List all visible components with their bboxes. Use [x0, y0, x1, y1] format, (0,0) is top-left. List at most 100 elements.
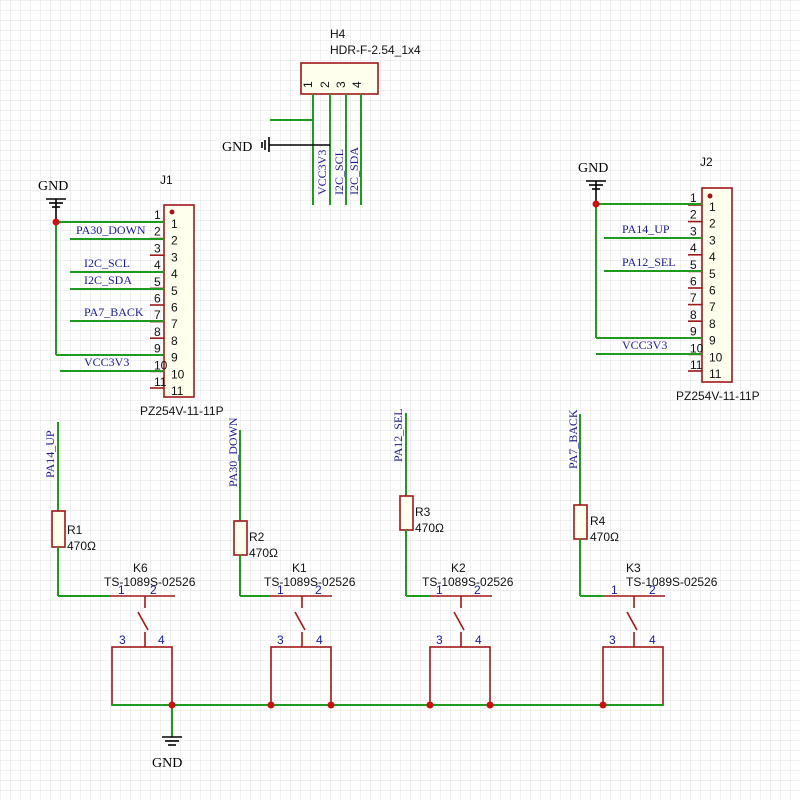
resistor-r4[interactable]: R4 470Ω PA7_BACK: [566, 409, 619, 596]
k3-pin-1: 1: [611, 583, 618, 597]
j1-gnd-junction: [52, 218, 60, 226]
net-label-pa14-r1: PA14_UP: [43, 430, 57, 478]
h4-pin-1: 1: [301, 81, 315, 88]
net-label-vcc-j1: VCC3V3: [84, 355, 129, 369]
j2-outer-pin-4: 4: [690, 241, 697, 255]
j2-ref: J2: [700, 155, 713, 169]
k3-value: TS-1089S-02526: [626, 575, 718, 589]
net-label-pa14-j2: PA14_UP: [622, 222, 670, 236]
j1-outer-pin-8: 8: [154, 325, 161, 339]
r1-body: [51, 510, 66, 548]
j1-inner-pin-1: 1: [171, 217, 178, 231]
k1-pin-3: 3: [277, 633, 284, 647]
j1-outer-pin-1: 1: [154, 208, 161, 222]
h4-pin-3: 3: [334, 81, 348, 88]
j1-outer-pin-11: 11: [154, 375, 167, 389]
resistor-r2[interactable]: R2 470Ω PA30_DOWN: [226, 417, 278, 596]
net-label-pa30-r2: PA30_DOWN: [226, 417, 240, 487]
k6-pin-3: 3: [119, 633, 126, 647]
j1-inner-pin-11: 11: [171, 384, 184, 398]
k2-value: TS-1089S-02526: [422, 575, 514, 589]
j2-outer-pin-6: 6: [690, 275, 697, 289]
r3-value: 470Ω: [415, 521, 444, 535]
j1-inner-pin-6: 6: [171, 301, 178, 315]
j2-outer-pin-5: 5: [690, 258, 697, 272]
j1-inner-pin-5: 5: [171, 284, 178, 298]
r4-body: [573, 504, 588, 540]
resistor-r3[interactable]: R3 470Ω PA12_SEL: [391, 408, 444, 596]
j1-inner-pin-2: 2: [171, 234, 178, 248]
h4-gnd-label: GND: [222, 140, 252, 155]
j1-outer-pin-6: 6: [154, 292, 161, 306]
j1-outer-pin-2: 2: [154, 225, 161, 239]
r2-ref: R2: [249, 530, 265, 544]
j2-outer-pin-11: 11: [690, 358, 703, 372]
j2-inner-pin-1: 1: [709, 200, 716, 214]
j2-outer-pin-3: 3: [690, 224, 697, 238]
k2-pin-1: 1: [436, 583, 443, 597]
r1-value: 470Ω: [67, 539, 96, 553]
j2-inner-pin-10: 10: [709, 350, 723, 364]
j2-inner-pin-11: 11: [709, 367, 722, 381]
j2-gnd-junction: [592, 200, 600, 208]
j2-inner-pin-6: 6: [709, 284, 716, 298]
net-label-pa12-j2: PA12_SEL: [622, 255, 676, 269]
header-h4[interactable]: H4 HDR-F-2.54_1x4 1 2 3 4 GND VCC3V3 I2C…: [222, 27, 421, 205]
h4-value: HDR-F-2.54_1x4: [330, 43, 421, 57]
k2-pin-2: 2: [474, 583, 481, 597]
j2-pin1-marker: [707, 193, 713, 199]
bottom-gnd-label: GND: [152, 756, 182, 771]
j1-inner-pin-9: 9: [171, 351, 178, 365]
h4-body: [300, 62, 379, 95]
k2-ref: K2: [451, 561, 466, 575]
j2-inner-pin-3: 3: [709, 233, 716, 247]
k2-pin-4: 4: [475, 633, 482, 647]
j1-inner-pin-4: 4: [171, 267, 178, 281]
j1-inner-pin-3: 3: [171, 250, 178, 264]
k1-pin-2: 2: [315, 583, 322, 597]
net-label-sda-h4: I2C_SDA: [347, 147, 361, 195]
j2-gnd-symbol: [586, 180, 606, 204]
switch-k2[interactable]: K2 TS-1089S-02526 1 2 3 4: [406, 561, 514, 706]
net-label-pa7-j1: PA7_BACK: [84, 305, 144, 319]
j2-outer-pin-2: 2: [690, 208, 697, 222]
j1-outer-pin-3: 3: [154, 241, 161, 255]
k1-ref: K1: [292, 561, 307, 575]
k3-pin-3: 3: [609, 633, 616, 647]
net-label-vcc-j2: VCC3V3: [622, 338, 667, 352]
r4-value: 470Ω: [590, 530, 619, 544]
j1-value: PZ254V-11-11P: [140, 404, 224, 418]
ground-bus: GND: [112, 701, 663, 771]
net-label-scl-h4: I2C_SCL: [332, 149, 346, 195]
j2-value: PZ254V-11-11P: [676, 389, 760, 403]
net-label-pa30-j1: PA30_DOWN: [76, 223, 146, 237]
r2-body: [233, 520, 248, 556]
k3-ref: K3: [626, 561, 641, 575]
j2-inner-pin-7: 7: [709, 300, 716, 314]
j1-outer-pin-7: 7: [154, 308, 161, 322]
k6-value: TS-1089S-02526: [104, 575, 196, 589]
h4-pin-4: 4: [350, 81, 364, 88]
resistor-r1[interactable]: R1 470Ω PA14_UP: [43, 422, 96, 596]
j1-outer-pin-10: 10: [154, 358, 168, 372]
k3-pin-2: 2: [649, 583, 656, 597]
switch-k3[interactable]: K3 TS-1089S-02526 1 2 3 4: [580, 561, 718, 706]
j1-outer-pin-4: 4: [154, 258, 161, 272]
r3-ref: R3: [415, 505, 431, 519]
j1-body: [163, 204, 195, 398]
j2-inner-pin-8: 8: [709, 317, 716, 331]
net-label-sda-j1: I2C_SDA: [84, 273, 132, 287]
j2-outer-pin-1: 1: [690, 191, 697, 205]
j2-inner-pin-2: 2: [709, 217, 716, 231]
net-label-pa12-r3: PA12_SEL: [391, 408, 405, 462]
net-label-vcc-h4: VCC3V3: [315, 150, 329, 195]
r1-ref: R1: [67, 523, 83, 537]
k6-ref: K6: [133, 561, 148, 575]
j2-gnd-label: GND: [578, 161, 608, 176]
j2-outer-pin-7: 7: [690, 291, 697, 305]
j1-inner-pin-7: 7: [171, 317, 178, 331]
